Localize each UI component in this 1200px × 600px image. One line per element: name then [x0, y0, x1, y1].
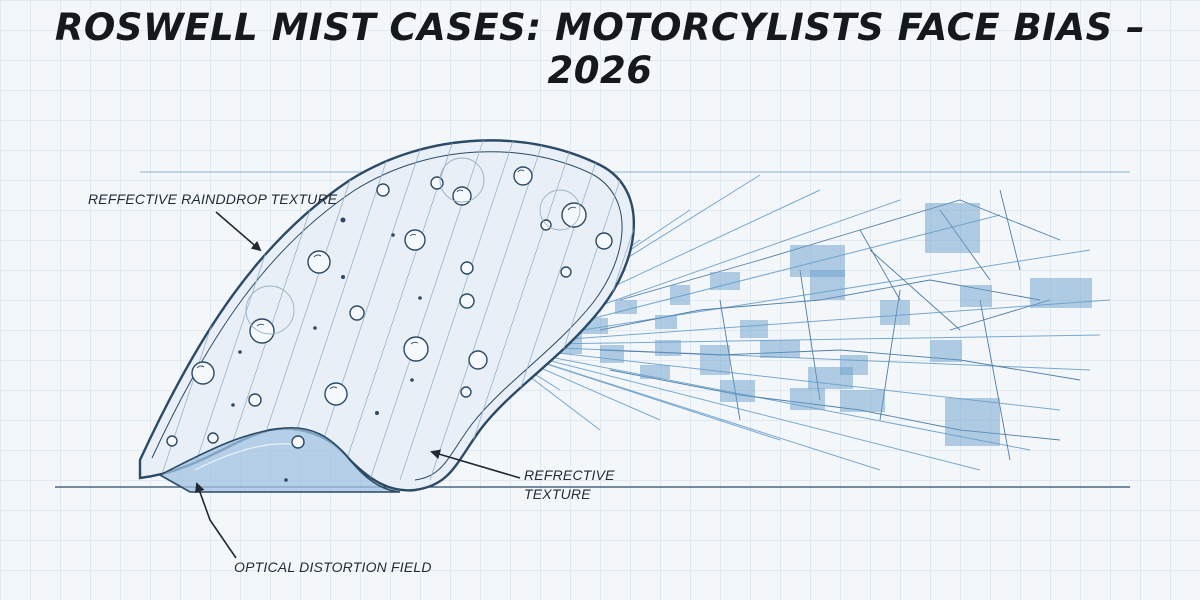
refractive-texture-label-line2: TEXTURE: [524, 486, 591, 502]
refractive-texture-label: REFRECTIVE TEXTURE: [524, 466, 644, 504]
mist-dots: [231, 217, 422, 482]
base-highlight: [194, 443, 301, 471]
optical-distortion-label: OPTICAL DISTORTION FIELD: [234, 559, 432, 575]
optical-distortion-arrow: [195, 482, 237, 559]
optical-distortion-base: [158, 426, 401, 493]
droplet-halos: [245, 157, 581, 335]
distortion-blocks: [560, 203, 1092, 446]
raindrop-highlights: [196, 169, 577, 390]
raindrop-texture-arrow: [215, 211, 262, 252]
windshield-inner-outline: [151, 151, 623, 481]
refractive-texture-label-line1: REFRECTIVE: [524, 467, 615, 483]
raindrop-texture-label: REFFECTIVE RAINDDROP TEXTURE: [88, 191, 338, 207]
diagram-title: ROSWELL MIST CASES: MOTORCYLISTS FACE BI…: [54, 6, 1146, 92]
refractive-texture-arrow: [430, 449, 521, 479]
